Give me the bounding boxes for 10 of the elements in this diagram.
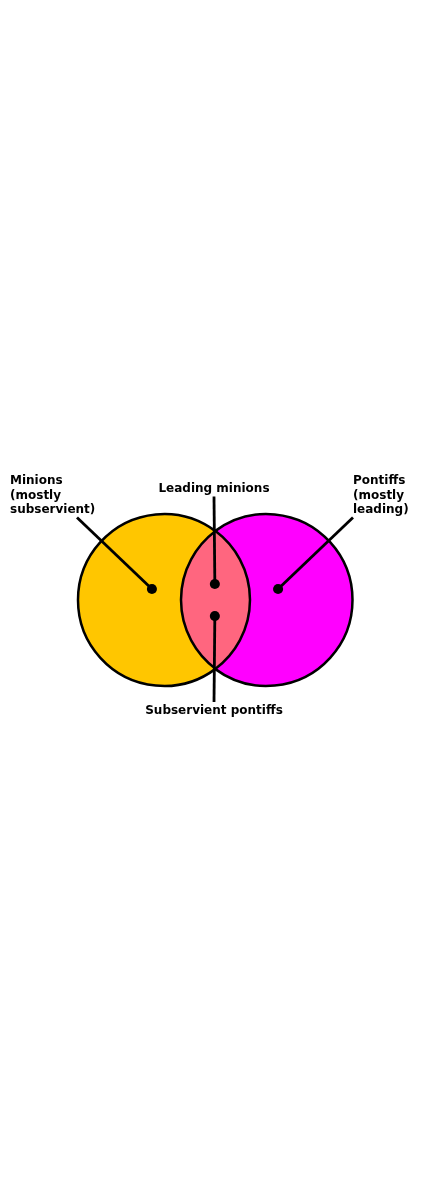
- crescent-region: [213, 512, 355, 688]
- leader-line: [209, 496, 220, 590]
- leader-line: [76, 516, 157, 594]
- callout-label: Subservient pontiffs: [145, 703, 283, 718]
- callout-label: Minions (mostly subservient): [10, 473, 96, 517]
- overlap-region: [178, 529, 252, 671]
- leader-line: [273, 516, 354, 594]
- leader-line: [209, 610, 220, 702]
- callout-label: Leading minions: [158, 481, 270, 496]
- callout-label: Pontiffs (mostly leading): [353, 473, 409, 517]
